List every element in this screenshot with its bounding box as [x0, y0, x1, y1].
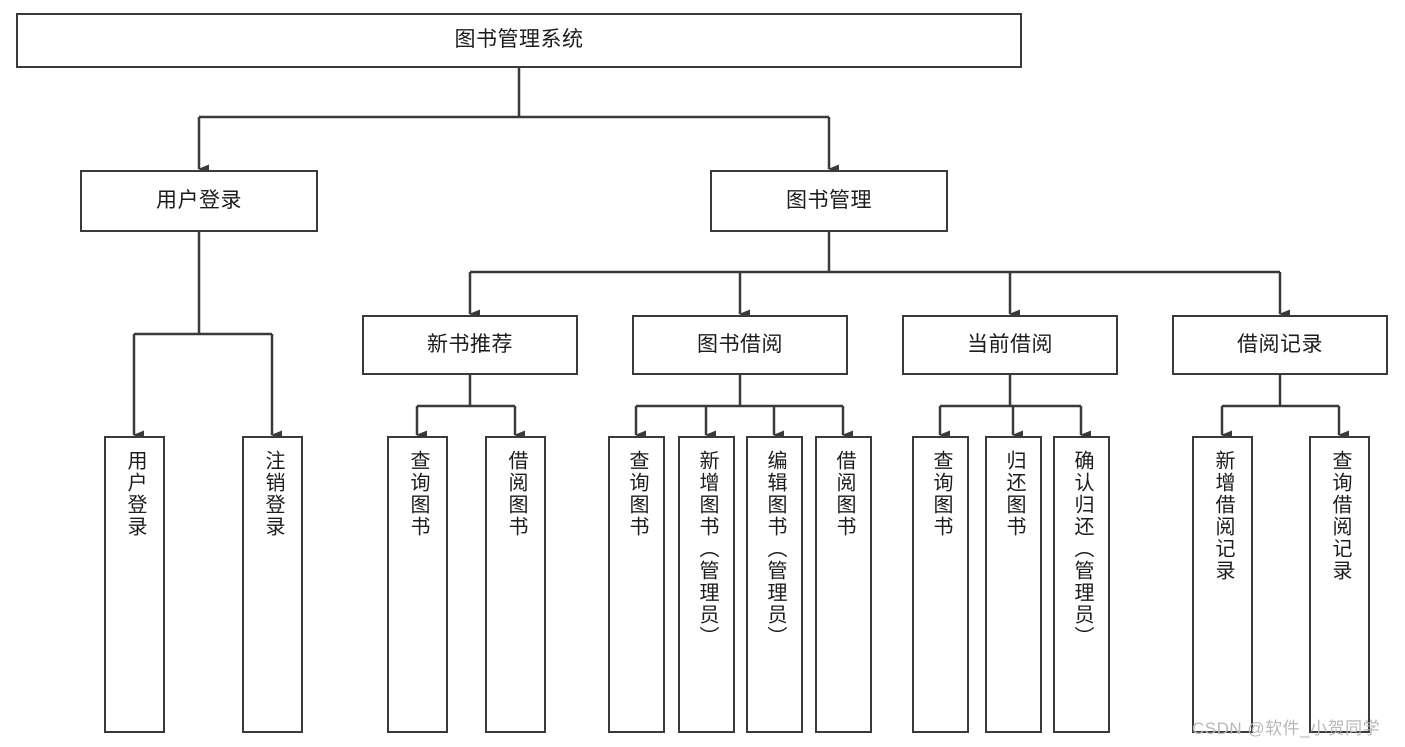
node-leaf-2[interactable]: 注销登录: [242, 436, 303, 733]
node-leaf-12[interactable]: 新增借阅记录: [1192, 436, 1253, 733]
node-leaf-label: 用户登录: [124, 450, 146, 538]
node-level2-2[interactable]: 图书管理: [710, 170, 948, 232]
node-leaf-7[interactable]: 编辑图书（管理员）: [746, 436, 803, 733]
node-leaf-5[interactable]: 查询图书: [608, 436, 665, 733]
node-leaf-label: 查询图书: [930, 450, 952, 538]
node-leaf-13[interactable]: 查询借阅记录: [1309, 436, 1370, 733]
connectors-group: [132, 68, 1349, 440]
node-leaf-label: 查询图书: [626, 450, 648, 538]
node-level2-1[interactable]: 用户登录: [80, 170, 318, 232]
node-leaf-label: 归还图书: [1003, 450, 1025, 538]
node-level2-label: 用户登录: [156, 188, 242, 212]
node-leaf-label: 注销登录: [262, 450, 284, 538]
node-leaf-label: 新增图书（管理员）: [696, 450, 718, 648]
node-leaf-3[interactable]: 查询图书: [387, 436, 448, 733]
node-root-label: 图书管理系统: [454, 28, 584, 52]
node-level3-2[interactable]: 图书借阅: [632, 315, 848, 375]
node-leaf-label: 确认归还（管理员）: [1071, 450, 1093, 648]
node-leaf-label: 新增借阅记录: [1212, 450, 1234, 582]
node-leaf-label: 编辑图书（管理员）: [764, 450, 786, 648]
node-leaf-6[interactable]: 新增图书（管理员）: [678, 436, 735, 733]
node-leaf-11[interactable]: 确认归还（管理员）: [1053, 436, 1110, 733]
node-level3-label: 借阅记录: [1237, 332, 1323, 356]
node-leaf-label: 查询借阅记录: [1329, 450, 1351, 582]
csdn-watermark: CSDN @软件_小贺同学: [1192, 719, 1381, 738]
node-level3-4[interactable]: 借阅记录: [1172, 315, 1388, 375]
node-level3-label: 当前借阅: [967, 332, 1053, 356]
node-leaf-4[interactable]: 借阅图书: [485, 436, 546, 733]
node-leaf-8[interactable]: 借阅图书: [815, 436, 872, 733]
node-leaf-9[interactable]: 查询图书: [912, 436, 969, 733]
node-level3-label: 图书借阅: [697, 332, 783, 356]
node-level3-label: 新书推荐: [427, 332, 513, 356]
node-root-1[interactable]: 图书管理系统: [16, 13, 1022, 68]
node-leaf-1[interactable]: 用户登录: [104, 436, 165, 733]
node-level3-3[interactable]: 当前借阅: [902, 315, 1118, 375]
node-leaf-label: 查询图书: [407, 450, 429, 538]
node-leaf-10[interactable]: 归还图书: [985, 436, 1042, 733]
node-level3-1[interactable]: 新书推荐: [362, 315, 578, 375]
node-leaf-label: 借阅图书: [505, 450, 527, 538]
node-leaf-label: 借阅图书: [833, 450, 855, 538]
node-level2-label: 图书管理: [786, 188, 872, 212]
